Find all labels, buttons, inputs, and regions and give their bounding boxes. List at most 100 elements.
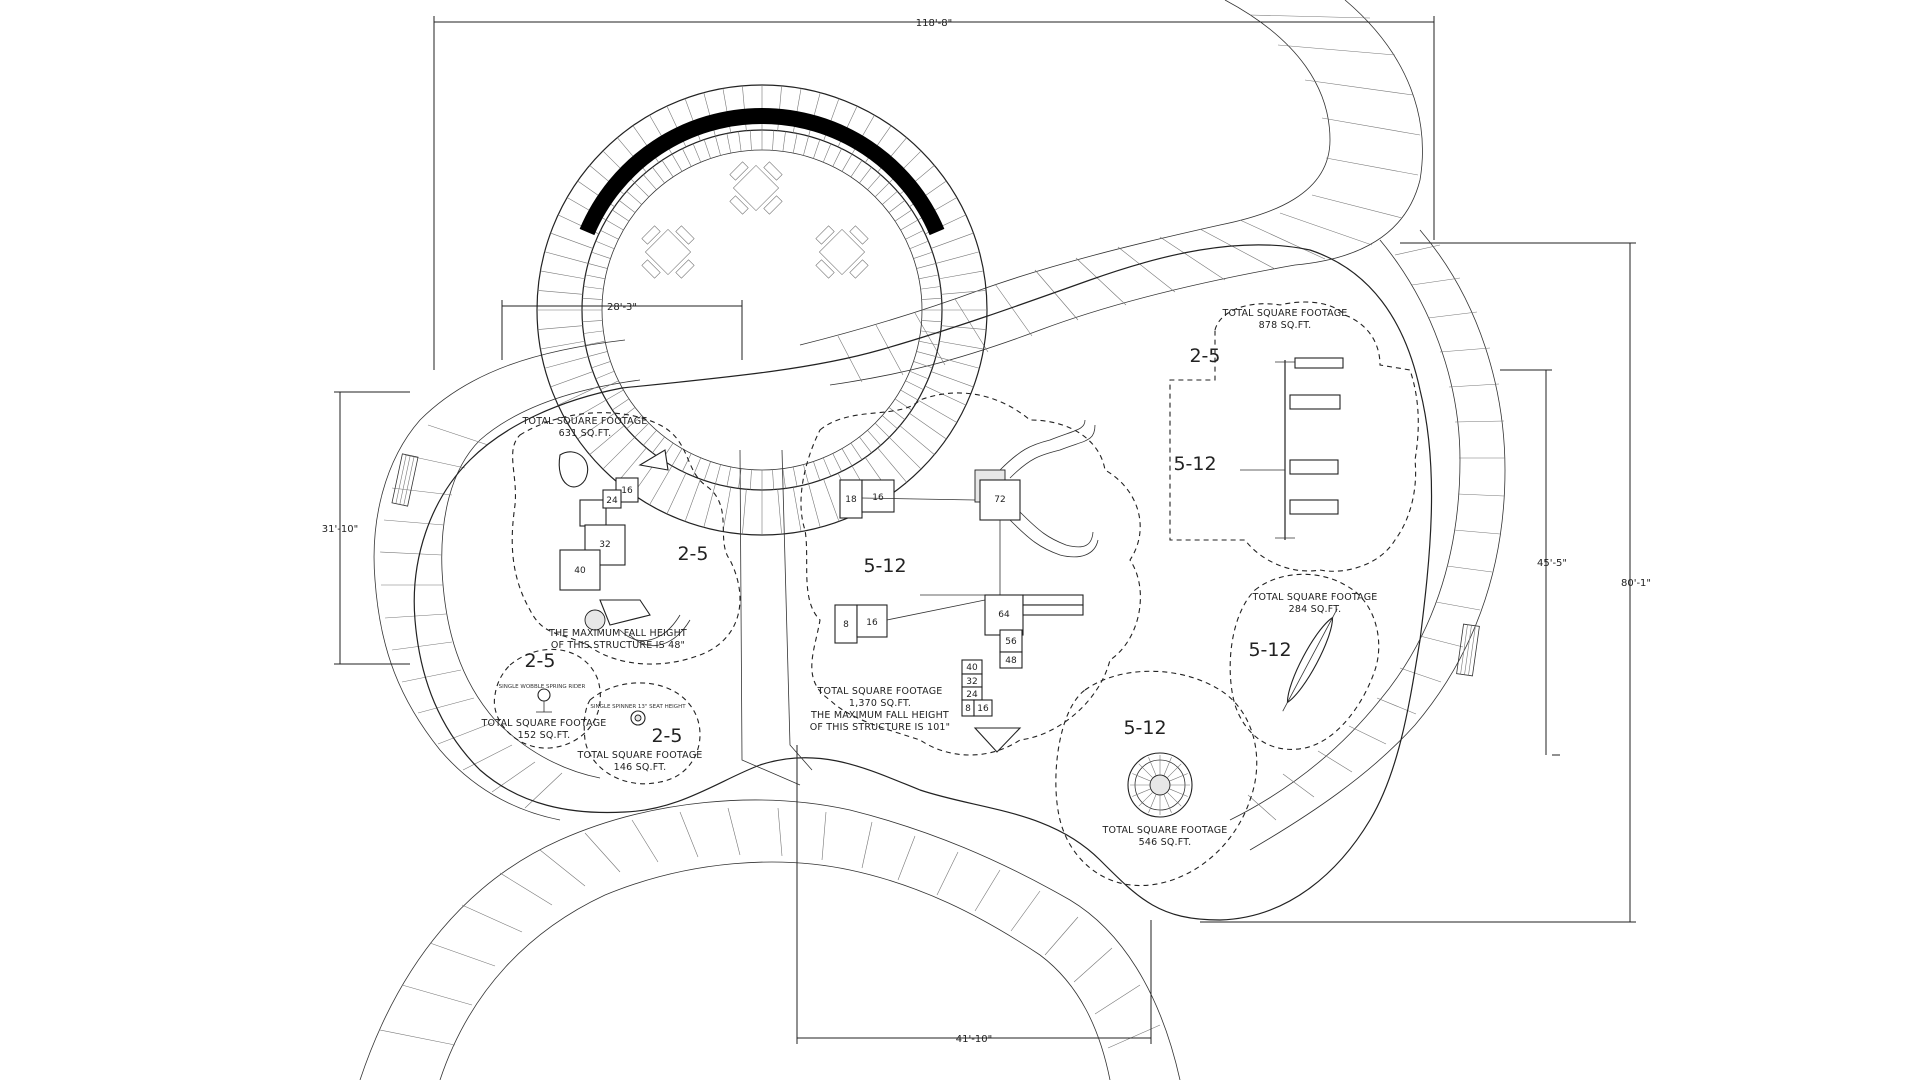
spinner-spoke xyxy=(1132,788,1151,797)
paver-joint xyxy=(900,389,919,401)
paver-joint xyxy=(803,136,809,156)
deck-height: 16 xyxy=(977,704,989,714)
zone-labels: TOTAL SQUARE FOOTAGE 631 SQ.FT. 2-5 THE … xyxy=(481,308,1378,848)
age-range: 5-12 xyxy=(1173,453,1216,475)
paver-joint xyxy=(726,466,732,487)
age-range: 5-12 xyxy=(863,555,906,577)
paver-joint xyxy=(582,297,603,300)
paver-joint xyxy=(589,425,625,455)
deck-height: 64 xyxy=(998,610,1010,620)
deck-height: 32 xyxy=(599,540,610,550)
paver-joint xyxy=(600,380,619,390)
age-range: 5-12 xyxy=(1248,639,1291,661)
spinner-spoke xyxy=(1148,757,1157,776)
paver-joint xyxy=(920,286,941,290)
deck-height: 48 xyxy=(1005,656,1017,666)
paver-joint xyxy=(634,182,650,198)
deck-height: 72 xyxy=(994,495,1005,505)
use-zones xyxy=(493,301,1419,887)
paver-joint xyxy=(540,270,585,280)
paver-joint xyxy=(557,385,599,406)
paver-joint xyxy=(867,174,881,190)
paver-joint xyxy=(703,461,711,481)
paver-joint xyxy=(916,351,936,357)
age-range: 5-12 xyxy=(1123,717,1166,739)
paver-joint xyxy=(585,274,606,280)
paver-joint xyxy=(652,167,665,184)
paver-joint xyxy=(841,153,853,172)
paver-joint xyxy=(808,483,821,528)
paver-joint xyxy=(899,425,935,455)
paver-joint xyxy=(749,130,752,151)
paver-joint xyxy=(918,340,939,346)
fall-height: THE MAXIMUM FALL HEIGHT xyxy=(548,628,687,639)
paver-joint xyxy=(894,209,912,222)
zone-spring-rider xyxy=(493,648,601,749)
paver-joint xyxy=(918,274,939,280)
paver-joint xyxy=(726,133,732,154)
paver-joint xyxy=(850,160,863,178)
paver-joint xyxy=(577,412,615,440)
footage-value: 546 SQ.FT. xyxy=(1139,837,1192,848)
footage-heading: TOTAL SQUARE FOOTAGE xyxy=(817,686,943,697)
paver-joint xyxy=(583,330,604,334)
zone-seesaw xyxy=(1229,573,1380,750)
paver-joint xyxy=(841,448,853,467)
deck-height: 16 xyxy=(621,486,633,496)
paver-joint xyxy=(792,133,798,154)
paver-joint xyxy=(738,131,742,152)
paver-joint xyxy=(626,191,642,205)
paver-joint xyxy=(634,422,650,438)
paver-joint xyxy=(703,483,716,528)
paver-joint xyxy=(905,380,924,390)
paver-joint xyxy=(544,356,589,369)
age-range: 2-5 xyxy=(651,725,682,747)
footage-value: 631 SQ.FT. xyxy=(559,428,612,439)
paver-joint xyxy=(888,200,905,213)
deck-height: 16 xyxy=(866,618,878,628)
paver-joint xyxy=(939,270,984,280)
paver-joint xyxy=(867,430,881,446)
paver-joint xyxy=(832,453,842,472)
paver-joint xyxy=(859,167,872,184)
dimension-label: 118'-8" xyxy=(916,18,952,29)
paver-joint xyxy=(913,361,933,369)
dimension-label: 45'-5" xyxy=(1537,558,1567,569)
paver-joint xyxy=(782,131,786,152)
footage-heading: TOTAL SQUARE FOOTAGE xyxy=(481,718,607,729)
paver-joint xyxy=(591,361,611,369)
swing-frames xyxy=(1240,357,1344,540)
paver-joint xyxy=(666,473,687,515)
spinner-spoke xyxy=(1163,794,1172,813)
paver-joint xyxy=(874,422,890,438)
paver-joint xyxy=(909,240,929,250)
picnic-table xyxy=(729,161,783,215)
deck-height: 40 xyxy=(574,566,586,576)
paver-joint xyxy=(888,407,905,420)
paver-joint xyxy=(909,412,947,440)
paver-joint xyxy=(682,453,692,472)
paver-joint xyxy=(600,230,619,240)
paver-joint xyxy=(792,466,798,487)
zone-swings xyxy=(1169,301,1419,572)
footage-heading: TOTAL SQUARE FOOTAGE xyxy=(577,750,703,761)
paver-joint xyxy=(917,399,958,423)
dimension-label: 41'-10" xyxy=(956,1034,992,1045)
paver-joint xyxy=(722,487,732,532)
spinner-spoke xyxy=(1166,763,1182,779)
seesaw xyxy=(1282,608,1338,712)
zone-toddler xyxy=(511,412,741,665)
main-play-structure: 18 16 72 8 16 64 56 48 40 32 24 8 xyxy=(834,419,1099,753)
deck-height: 24 xyxy=(606,496,618,506)
footage-heading: TOTAL SQUARE FOOTAGE xyxy=(522,416,648,427)
entry-plaza xyxy=(536,84,988,536)
spinner-spoke xyxy=(1169,773,1188,782)
spinner-spoke xyxy=(1148,794,1157,813)
paver-joint xyxy=(916,263,936,269)
deck-height: 40 xyxy=(966,663,978,673)
toddler-play-structure: 16 24 32 40 xyxy=(558,449,691,646)
paver-joint xyxy=(550,371,593,388)
paver-joint xyxy=(605,389,624,401)
paver-joint xyxy=(671,153,683,172)
